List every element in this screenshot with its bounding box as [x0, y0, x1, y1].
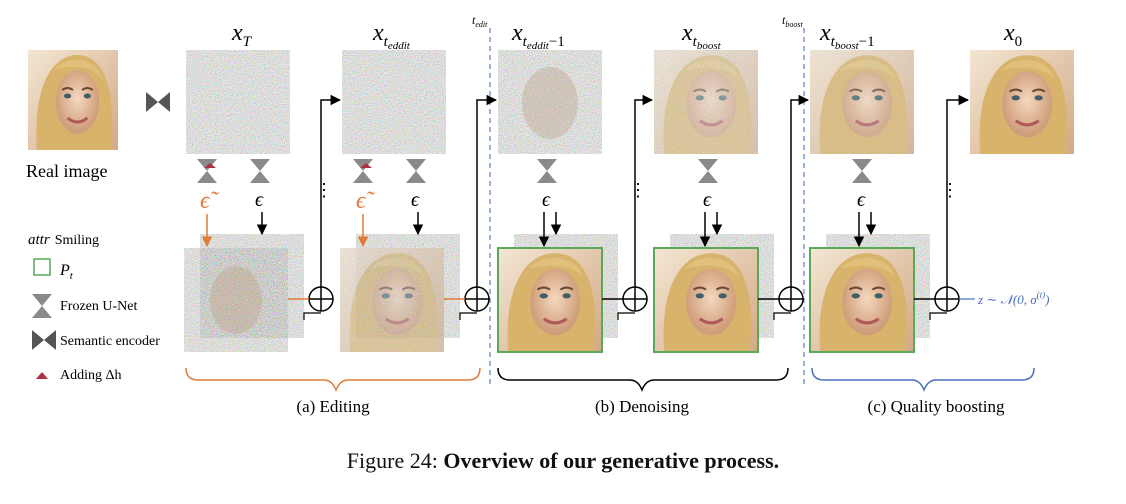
brace-editing [185, 367, 481, 393]
pt-stack-4 [653, 234, 774, 353]
noisy-face-xtedit-minus-1 [498, 50, 602, 154]
semantic-encoder-icon [146, 92, 170, 112]
eps-tilde-2: ϵ̃ [356, 188, 376, 214]
arrow [790, 94, 810, 287]
caption-prefix: Figure 24: [346, 448, 438, 473]
divider-label-tboost: tboost [782, 13, 803, 29]
noise-formula: z ∼ 𝒩(0, σ(t)) [977, 290, 1050, 307]
phase-editing: (a) Editing [296, 397, 370, 416]
sum-node [622, 286, 648, 312]
eps-1: ϵ [255, 189, 264, 211]
frozen-unet-icon [406, 159, 426, 183]
arrow [320, 94, 342, 287]
frozen-unet-icon [537, 159, 557, 183]
connector [773, 312, 791, 320]
frozen-unet-icon [698, 159, 718, 183]
stage-label-x0: x0 [1003, 20, 1022, 50]
brace-boosting [811, 367, 1035, 393]
frozen-unet-icon [353, 159, 373, 183]
pt-stack-3 [497, 234, 618, 353]
eps-2: ϵ [411, 189, 420, 211]
eps-3: ϵ [542, 189, 551, 211]
noise-image-xT [186, 50, 290, 154]
sum-node [464, 286, 490, 312]
connector [459, 312, 477, 320]
real-image [28, 50, 118, 150]
stage-label-xtedit-minus-1: xteddit−1 [511, 20, 565, 52]
pt-stack-2 [339, 234, 460, 353]
divider-label-tedit: tedit [472, 13, 488, 29]
sum-node [934, 286, 960, 312]
figure-caption: Figure 24: Overview of our generative pr… [0, 448, 1126, 474]
sum-node [308, 286, 334, 312]
legend-adding: Adding Δh [60, 368, 122, 383]
stage-label-xtedit: xteddit [372, 20, 411, 52]
stage-label-xT: xT [231, 20, 253, 50]
clean-face-x0 [970, 50, 1074, 154]
noise-image-xtedit [342, 50, 446, 154]
connector [929, 312, 947, 320]
phase-boosting: (c) Quality boosting [868, 397, 1005, 416]
delta-icon [36, 372, 48, 379]
semantic-encoder-icon [32, 330, 56, 350]
connector [303, 312, 321, 320]
legend-semantic-encoder: Semantic encoder [60, 334, 160, 349]
frozen-unet-icon [852, 159, 872, 183]
frozen-unet-icon [197, 159, 217, 183]
ellipsis: ⋮ [629, 180, 647, 200]
ellipsis: ⋮ [941, 180, 959, 200]
eps-tilde-1: ϵ̃ [200, 188, 220, 214]
legend-pt: Pt [59, 262, 74, 282]
phase-denoising: (b) Denoising [595, 397, 689, 416]
arrow [946, 94, 970, 287]
ellipsis: ⋮ [315, 180, 333, 200]
legend-frozen-unet: Frozen U-Net [60, 299, 137, 314]
legend-pt-swatch [33, 258, 51, 276]
pt-stack-1 [183, 234, 304, 353]
arrow [476, 94, 498, 287]
stage-label-xtboost: xtboost [681, 20, 722, 52]
noisy-face-xtboost [654, 50, 758, 154]
real-image-label: Real image [26, 161, 107, 181]
arrow [634, 94, 654, 287]
eps-4: ϵ [703, 189, 712, 211]
frozen-unet-icon [250, 159, 270, 183]
frozen-unet-icon [32, 294, 52, 318]
eps-5: ϵ [857, 189, 866, 211]
brace-denoising [497, 367, 789, 393]
pt-stack-5 [809, 234, 930, 353]
sum-node [778, 286, 804, 312]
caption-title: Overview of our generative process. [443, 448, 780, 473]
noisy-face-xtboost-minus-1 [810, 50, 914, 154]
connector [617, 312, 635, 320]
stage-label-xtboost-minus-1: xtboost−1 [819, 20, 875, 52]
